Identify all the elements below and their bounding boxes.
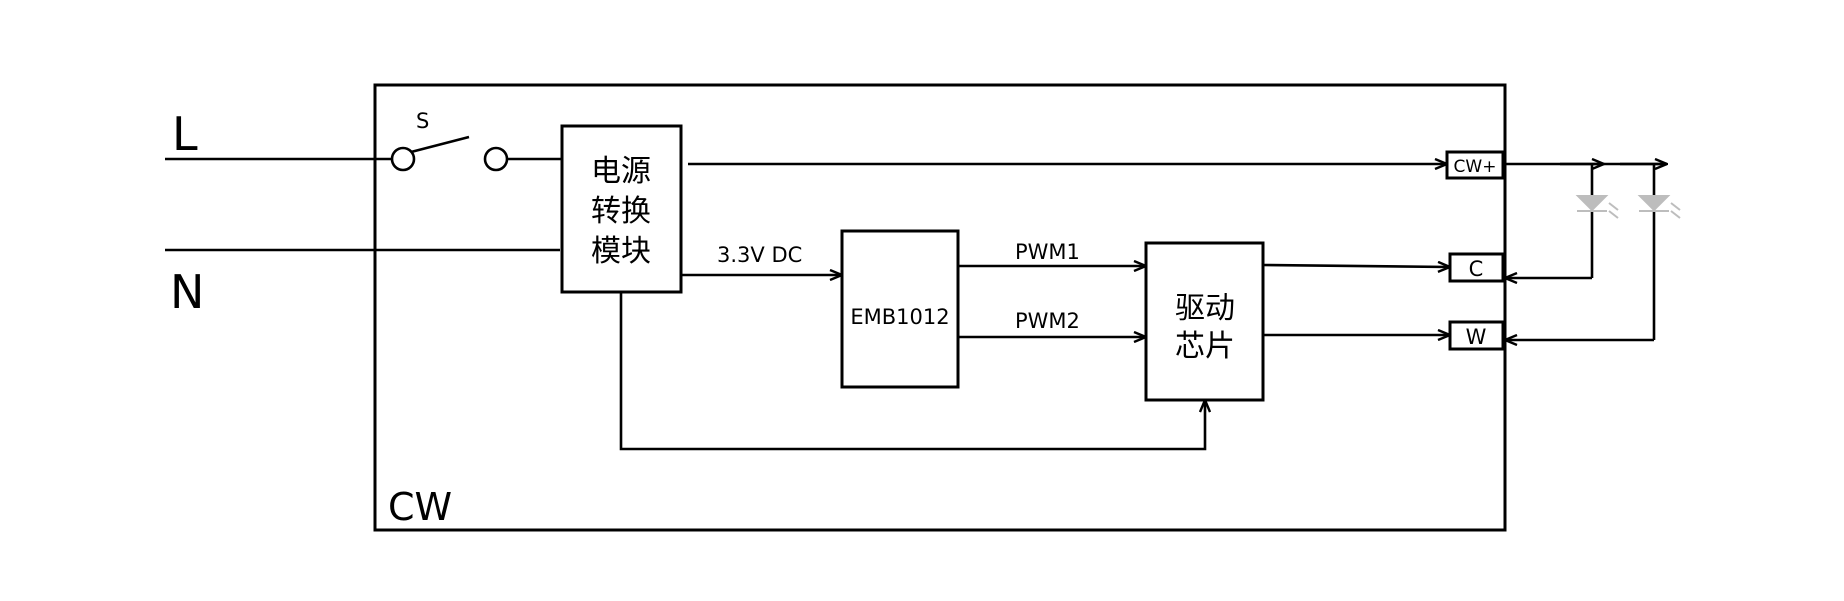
cold-terminal [1448, 252, 1505, 283]
driver-label-2: 芯片 [1175, 329, 1235, 364]
pwm1-label: PWM1 [1015, 240, 1080, 264]
switch-contact-left [390, 146, 416, 172]
power-conversion-module [560, 124, 683, 294]
cw-plus-label: CW+ [1454, 157, 1497, 177]
driver-supply-wire [619, 292, 1205, 451]
supply-label: 3.3V DC [717, 243, 802, 267]
mcu-emb1012 [840, 229, 960, 389]
switch-label: S [416, 109, 429, 133]
power-module-label-1: 电源 [591, 154, 651, 189]
power-module-label-2: 转换 [591, 194, 651, 229]
switch-contact-right [483, 146, 509, 172]
driver-label-1: 驱动 [1175, 291, 1235, 326]
line-terminal-label: L [172, 107, 198, 161]
neutral-terminal-label: N [170, 265, 204, 319]
enclosure-label: CW [388, 485, 452, 529]
pwm2-label: PWM2 [1015, 309, 1080, 333]
cw-enclosure [373, 83, 1507, 532]
cold-terminal-label: C [1469, 257, 1484, 281]
warm-terminal [1448, 320, 1505, 351]
driver-chip [1144, 241, 1265, 402]
warm-led-icon [1637, 195, 1681, 219]
cold-output-wire [1262, 265, 1450, 267]
mcu-label: EMB1012 [850, 305, 949, 329]
cw-plus-terminal [1445, 150, 1505, 180]
power-module-label-3: 模块 [591, 234, 651, 269]
warm-terminal-label: W [1466, 325, 1487, 349]
switch-lever [410, 135, 470, 154]
cold-led-icon [1575, 195, 1619, 219]
